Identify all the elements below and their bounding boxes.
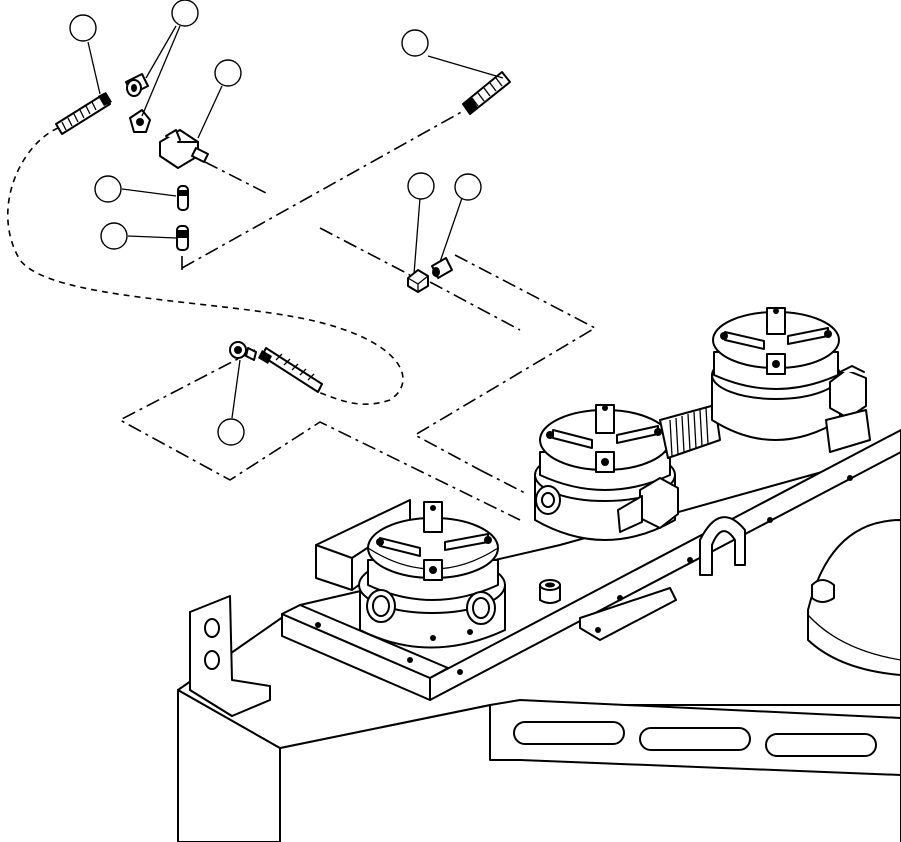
- clamp: [699, 516, 746, 576]
- callout-circle: [100, 222, 128, 250]
- nut: [129, 109, 151, 133]
- pin-lower: [176, 225, 189, 251]
- callout-circle: [407, 172, 435, 200]
- bushing: [539, 579, 561, 604]
- small-nut: [407, 269, 429, 293]
- threaded-fitting-right: [462, 71, 511, 115]
- pin-upper: [177, 185, 189, 211]
- callout-circle: [69, 14, 97, 42]
- spring-coupling: [659, 404, 721, 459]
- threaded-fitting: [55, 92, 112, 135]
- valve-left: [358, 501, 506, 649]
- callout-circle: [454, 173, 482, 201]
- leader-lines: [87, 25, 504, 419]
- valve-middle: [534, 404, 679, 541]
- tank-cover: [807, 519, 901, 676]
- callout-circle: [94, 175, 122, 203]
- connector-block: [159, 129, 209, 169]
- elbow-fitting: [125, 73, 149, 97]
- spacer-block: [315, 499, 411, 591]
- callout-circle: [171, 0, 199, 27]
- callout-circle: [217, 418, 245, 446]
- threaded-fitting-lower: [229, 341, 323, 393]
- routing-lines: [6, 109, 597, 521]
- callout-circle: [214, 59, 242, 87]
- small-fitting: [431, 257, 453, 279]
- mounting-bracket: [189, 595, 271, 717]
- valve-right: [711, 307, 871, 453]
- callouts: [69, 0, 482, 446]
- callout-circle: [401, 29, 429, 57]
